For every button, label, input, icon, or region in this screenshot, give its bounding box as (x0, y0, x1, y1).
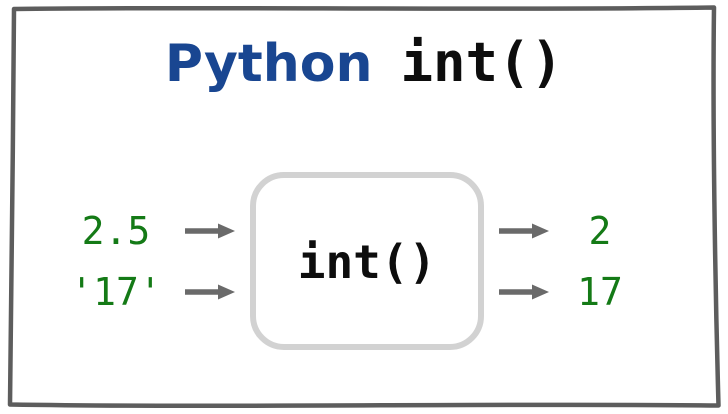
title-function-name: int() (400, 31, 564, 94)
output-value: 17 (577, 270, 623, 314)
output-value: 2 (588, 209, 612, 253)
arrow-right-icon (499, 284, 549, 300)
title-language: Python (164, 34, 373, 94)
arrow-right-icon (185, 223, 235, 239)
input-value: '17' (70, 270, 162, 314)
function-box: int() (250, 172, 484, 350)
arrow-right-icon (185, 284, 235, 300)
input-value: 2.5 (81, 209, 151, 253)
arrow-right-icon (499, 223, 549, 239)
page-title: Python int() (0, 31, 728, 94)
function-box-label: int() (297, 235, 437, 289)
